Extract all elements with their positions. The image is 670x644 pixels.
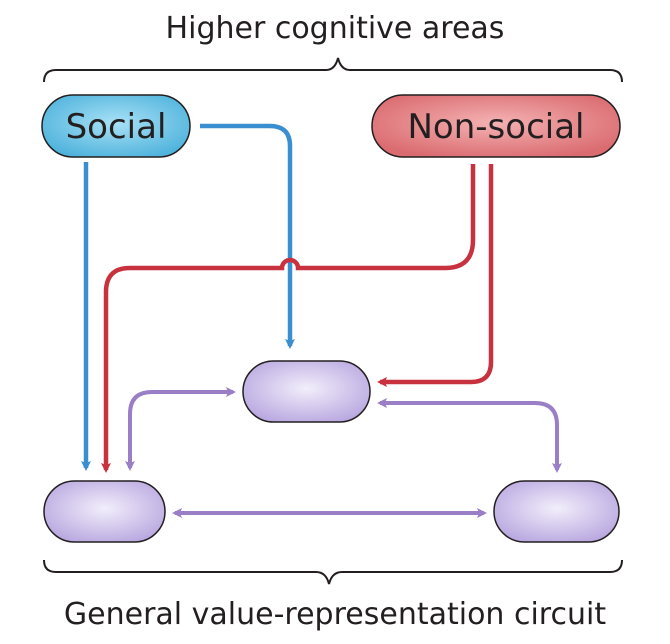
top-brace — [43, 57, 623, 83]
top-title: Higher cognitive areas — [166, 11, 505, 46]
right-circuit-node — [493, 480, 620, 543]
nonsocial-to-top-circuit-arrow — [377, 164, 494, 387]
social-to-top-circuit-arrow — [200, 123, 295, 349]
social-node: Social — [41, 94, 191, 158]
non-social-label: Non-social — [408, 107, 585, 147]
top-left-circuit-bidirectional-arrow — [125, 387, 236, 471]
bottom-brace — [43, 559, 623, 585]
non-social-node: Non-social — [371, 94, 621, 158]
nonsocial-to-left-circuit-arrow — [101, 164, 476, 473]
left-circuit-node — [43, 480, 166, 543]
top-right-circuit-bidirectional-arrow — [377, 398, 562, 473]
top-circuit-node — [242, 360, 371, 423]
social-label: Social — [66, 107, 167, 147]
bottom-title: General value-representation circuit — [64, 597, 606, 632]
